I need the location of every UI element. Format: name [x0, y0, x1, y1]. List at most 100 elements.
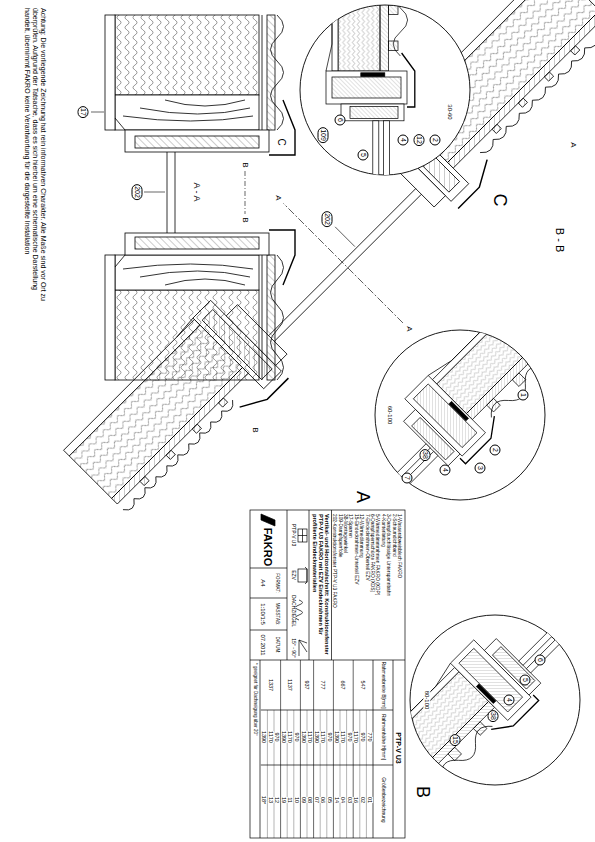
detail-marker: B — [251, 427, 260, 432]
callout-number: 17 — [78, 106, 89, 118]
field-name: FORMAT: — [274, 573, 279, 592]
callout-number: 12 — [414, 134, 425, 146]
roof-section-bb — [50, 0, 595, 556]
callout-number: 109 — [318, 127, 329, 143]
table-cell: 05 — [327, 797, 333, 803]
warning-note: Achtung: Die vorliegende Zeichnung hat r… — [24, 8, 47, 308]
title-block — [250, 630, 287, 631]
detail-label: C — [490, 194, 510, 207]
table-cell: 1170 — [307, 731, 313, 743]
callout-number: 4 — [504, 695, 515, 706]
table-cell: 02 — [360, 797, 366, 803]
table-cell: 13 — [268, 797, 274, 803]
roof-section-aa — [135, 237, 259, 249]
roof-section-bb — [274, 194, 421, 341]
detail-circle — [334, 297, 570, 533]
callout-number: 202 — [322, 211, 333, 227]
callout-number: 7 — [402, 473, 413, 484]
table-grid — [366, 710, 367, 838]
title-block — [250, 510, 405, 838]
roof-section-aa — [144, 192, 165, 193]
batten — [192, 424, 201, 433]
roof-section-aa — [123, 264, 253, 285]
table-cell: 970 — [294, 732, 300, 741]
table-cell: 1390 — [281, 731, 287, 743]
roof-section-aa — [175, 152, 176, 233]
part-name: 5-Wärmedämmrahmen FAKRO (XDP) — [375, 514, 380, 595]
table-cell: 03 — [347, 797, 353, 803]
title-block — [299, 640, 307, 656]
column-header: Größenbezeichnung — [380, 766, 386, 834]
roof-section-aa — [115, 95, 259, 130]
table-cell: 06 — [320, 797, 326, 803]
detail-circle — [372, 569, 595, 805]
table-cell: 1390 — [261, 731, 267, 743]
section-marker: A — [274, 195, 283, 200]
callout-number: 38 — [488, 710, 499, 722]
roof-section-aa — [115, 290, 259, 380]
batten — [140, 476, 149, 485]
callout-number: 3 — [475, 463, 486, 474]
icon-label: 15° - 90° — [290, 638, 296, 658]
icon-label: PTP-V U3 — [290, 524, 296, 547]
section-marker: B — [241, 162, 250, 167]
table-cell: 08 — [307, 797, 313, 803]
roof-section-aa — [125, 233, 269, 255]
detail-circle — [372, 569, 595, 805]
callout-number: 4 — [440, 465, 451, 476]
roof-section-aa — [245, 171, 246, 214]
callout-number: 6 — [535, 655, 546, 666]
batten — [571, 46, 580, 55]
table-cell: 770 — [367, 732, 373, 741]
table-cell: 667 — [340, 680, 346, 689]
roof-section-aa — [115, 15, 259, 95]
table-cell: 1390 — [314, 731, 320, 743]
detail-circle — [334, 297, 570, 533]
table-cell: 1390 — [301, 731, 307, 743]
roof-section-aa — [91, 112, 104, 113]
roof-section-aa — [262, 15, 263, 130]
table-cell: 18* — [261, 796, 267, 804]
table-grid — [287, 710, 288, 838]
roof-section-aa — [123, 100, 253, 121]
roof-section-aa — [115, 255, 259, 290]
table-cell: 937 — [304, 680, 310, 689]
table-cell: 10 — [294, 797, 300, 803]
roof-section-aa — [91, 15, 295, 380]
part-name: 1-Wasserabweisblech FAKRO — [397, 514, 402, 578]
dimension: 80-100 — [424, 691, 431, 710]
callout-number: 6 — [335, 115, 346, 126]
table-grid — [307, 710, 308, 838]
dimension: 30-60 — [447, 104, 454, 119]
roof-section-aa — [125, 130, 269, 152]
column-header: Rahmenbreite B[mm] — [380, 661, 386, 709]
section-marker: B — [241, 217, 250, 222]
callout-number: 5 — [358, 150, 369, 161]
callout-number: 38 — [420, 449, 431, 461]
batten — [166, 450, 175, 459]
roof-section-aa — [269, 230, 295, 285]
part-name: 15-Eindeckrahmen-Unterteil EZV — [353, 514, 358, 584]
table-cell: 1170 — [268, 731, 274, 743]
roof-section-aa — [105, 15, 115, 130]
column-header: Rahmenhöhe H[mm] — [380, 712, 386, 762]
table-cell: 12 — [274, 797, 280, 803]
table-grid — [320, 710, 321, 838]
table-cell: 1137 — [287, 679, 293, 691]
detail-circle — [326, 0, 415, 205]
field-value: A4 — [260, 579, 267, 586]
roof-section-bb — [112, 368, 248, 504]
table-cell: 777 — [320, 680, 326, 689]
roof-tiles — [480, 22, 595, 157]
detail-marker: C — [275, 138, 286, 145]
table-cell: 19 — [281, 797, 287, 803]
table-grid — [326, 710, 327, 838]
table-grid — [267, 710, 268, 838]
table-cell: 16 — [353, 797, 359, 803]
table-cell: 09 — [301, 797, 307, 803]
section-label: A - A — [192, 182, 202, 201]
table-grid — [267, 660, 366, 838]
roof-section-aa — [105, 255, 115, 380]
table-cell: 1170 — [320, 731, 326, 743]
